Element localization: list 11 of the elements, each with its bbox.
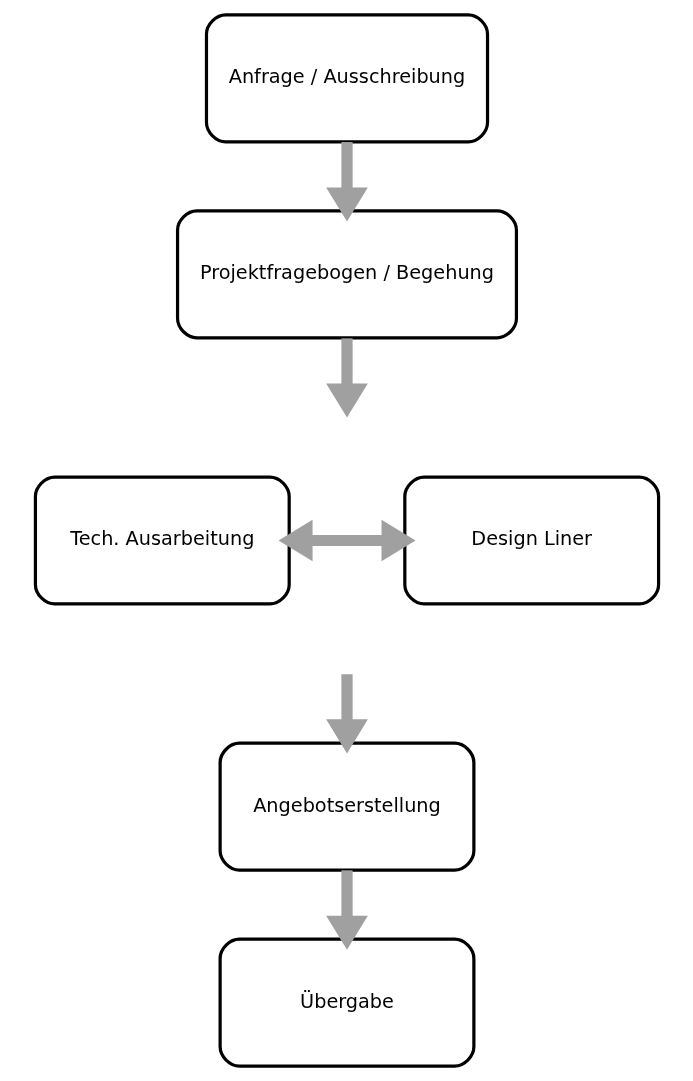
arrow	[325, 338, 368, 418]
node-box: Angebotserstellung	[218, 741, 475, 872]
arrow	[325, 674, 368, 754]
node-box: Anfrage / Ausschreibung	[204, 13, 489, 144]
node-box: Design Liner	[402, 475, 660, 606]
node-box: Tech. Ausarbeitung	[33, 475, 291, 606]
node-box: Übergabe	[218, 937, 475, 1068]
arrow	[325, 870, 368, 950]
arrow	[278, 519, 416, 562]
arrow	[325, 142, 368, 222]
node-box: Projektfragebogen / Begehung	[175, 209, 518, 340]
